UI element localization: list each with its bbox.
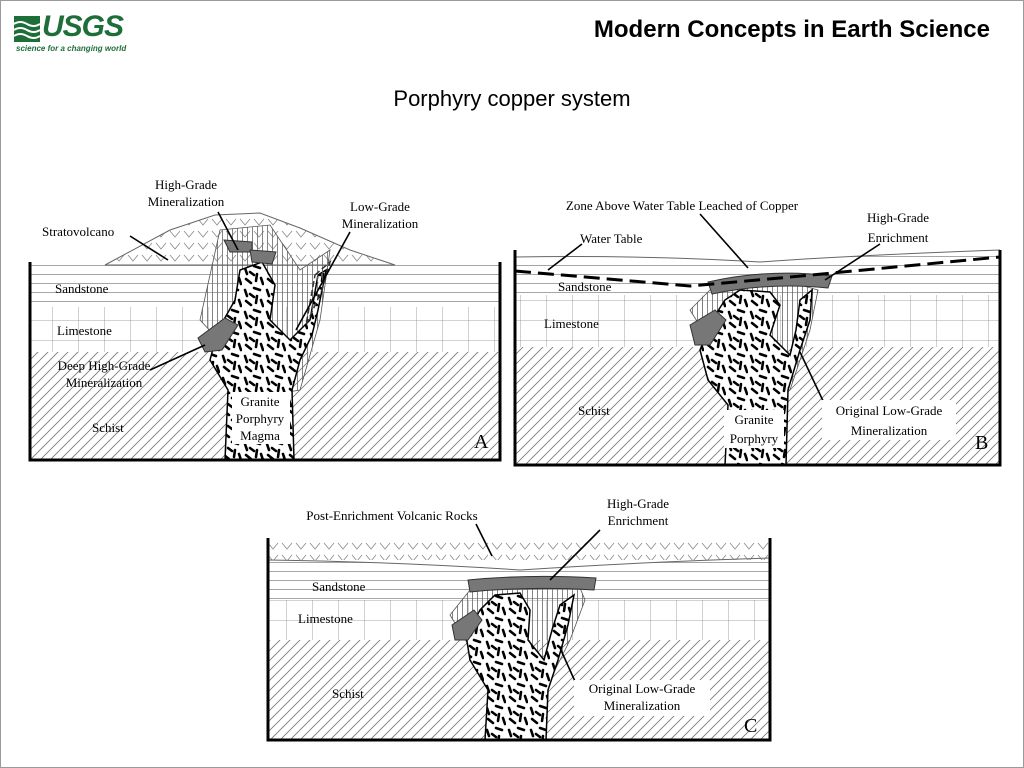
label-magma-a: Magma: [240, 428, 280, 443]
label-high-grade-mineralization: Mineralization: [148, 194, 225, 209]
label-high-grade: High-Grade: [155, 177, 217, 192]
logo-text: USGS: [42, 10, 124, 43]
label-limestone-b: Limestone: [544, 316, 599, 331]
sandstone-layer-b: [515, 250, 1000, 295]
label-original-mineralization-c: Mineralization: [604, 698, 681, 713]
panel-letter-b: B: [975, 432, 988, 454]
enrichment-blanket-b: [707, 272, 833, 295]
panel-c-frame: [266, 538, 772, 742]
logo-tagline: science for a changing world: [16, 44, 127, 53]
label-post-enrichment: Post-Enrichment Volcanic Rocks: [306, 508, 477, 523]
label-limestone-c: Limestone: [298, 611, 353, 626]
usgs-logo: USGS science for a changing world: [14, 10, 127, 58]
label-low-grade: Low-Grade: [350, 199, 410, 214]
label-enrichment-b-2: Enrichment: [868, 230, 929, 245]
label-limestone-a: Limestone: [57, 323, 112, 338]
label-granite-b: Granite: [735, 412, 774, 427]
label-deep-high-grade: Deep High-Grade: [58, 358, 151, 373]
label-leached-zone: Zone Above Water Table Leached of Copper: [566, 198, 799, 213]
label-sandstone-c: Sandstone: [312, 579, 366, 594]
panel-a-frame: [28, 262, 502, 462]
panel-letter-a: A: [474, 431, 489, 453]
header-title: Modern Concepts in Earth Science: [593, 16, 990, 43]
label-stratovolcano: Stratovolcano: [42, 224, 114, 239]
label-granite-a: Granite: [241, 394, 280, 409]
label-schist-c: Schist: [332, 686, 364, 701]
panel-b-frame: [513, 250, 1002, 467]
label-sandstone-b: Sandstone: [558, 279, 612, 294]
label-enrichment-c-2: Enrichment: [608, 513, 669, 528]
volcanic-layer-c: [268, 538, 770, 560]
label-schist-a: Schist: [92, 420, 124, 435]
panel-a: High-Grade Mineralization Stratovolcano …: [28, 177, 502, 462]
label-sandstone-a: Sandstone: [55, 281, 109, 296]
label-low-grade-mineralization: Mineralization: [342, 216, 419, 231]
label-enrichment-c-1: High-Grade: [607, 496, 669, 511]
slide-title: Porphyry copper system: [393, 86, 631, 111]
usgs-wave-icon: [14, 16, 40, 42]
label-porphyry-a: Porphyry: [236, 411, 285, 426]
label-deep-mineralization: Mineralization: [66, 375, 143, 390]
panel-b: Zone Above Water Table Leached of Copper…: [513, 198, 1002, 467]
deep-high-grade-body-a: [197, 317, 239, 353]
label-water-table: Water Table: [580, 231, 643, 246]
water-table-line: [514, 255, 1001, 288]
label-schist-b: Schist: [578, 403, 610, 418]
panel-letter-c: C: [744, 715, 757, 737]
label-original-low-grade-b: Original Low-Grade: [836, 403, 943, 418]
enrichment-blanket-c: [467, 575, 597, 593]
label-original-mineralization-b: Mineralization: [851, 423, 928, 438]
label-enrichment-b-1: High-Grade: [867, 210, 929, 225]
label-porphyry-b: Porphyry: [730, 431, 779, 446]
label-original-low-grade-c: Original Low-Grade: [589, 681, 696, 696]
panel-c: Post-Enrichment Volcanic Rocks High-Grad…: [266, 496, 772, 742]
